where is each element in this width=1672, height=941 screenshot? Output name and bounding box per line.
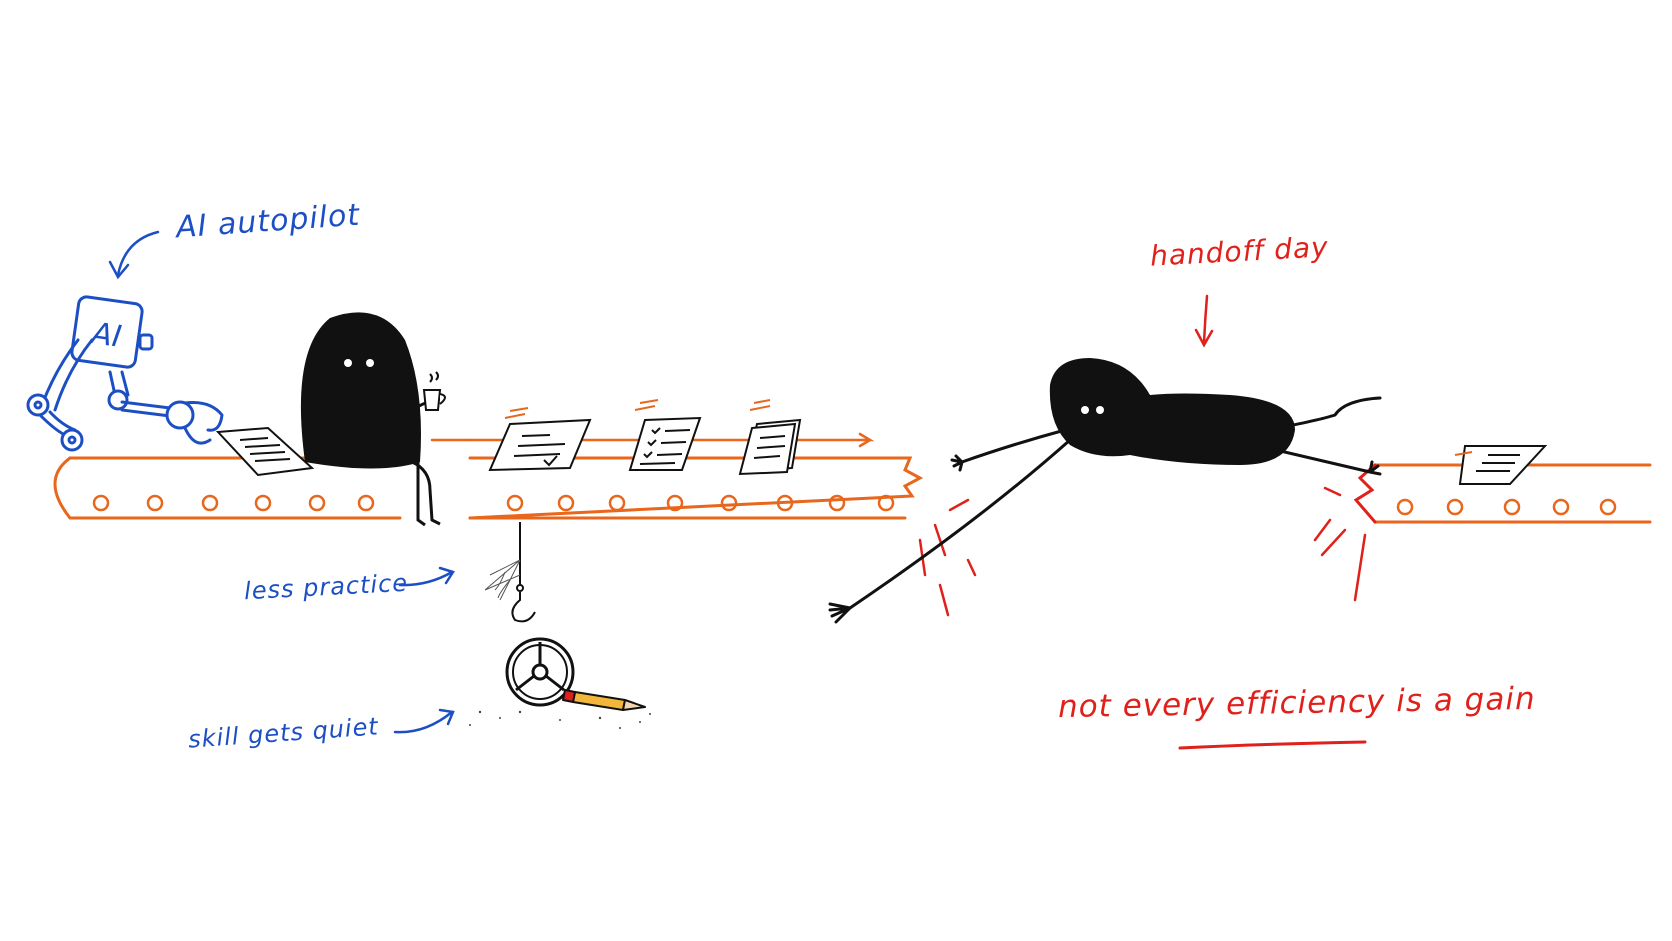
arrow-less-practice [398, 566, 455, 587]
shadow-creature-sitting [300, 312, 441, 527]
hook-icon [511, 522, 536, 623]
pencil-icon [562, 689, 646, 711]
robot-arm-icon [26, 295, 224, 452]
tagline: not every efficiency is a gain [1057, 680, 1536, 726]
document-icon-2 [488, 407, 592, 472]
break-marks-right [1313, 486, 1367, 602]
coffee-mug-icon [422, 371, 446, 411]
steering-wheel-icon [505, 637, 575, 707]
robot-ai-badge: AI [88, 316, 124, 355]
document-stack-icon [738, 399, 802, 476]
cobweb-icon [484, 559, 521, 601]
document-icon-1 [215, 426, 315, 477]
arrow-handoff-day [1194, 294, 1214, 348]
break-marks-left [918, 498, 977, 617]
creature-limbs [828, 396, 1382, 624]
arrow-skill-gets-quiet [393, 708, 455, 734]
tagline-underline [1178, 740, 1367, 750]
arrow-ai-autopilot [108, 230, 160, 280]
shadow-creature-stretching [1049, 358, 1295, 465]
checklist-document-icon [628, 399, 702, 471]
conveyor-rollers-left [92, 494, 895, 512]
document-icon-right [1454, 445, 1548, 485]
dust-specks [469, 710, 651, 729]
conveyor-rollers-right [1396, 498, 1617, 516]
conveyor-belt-left [53, 432, 924, 520]
